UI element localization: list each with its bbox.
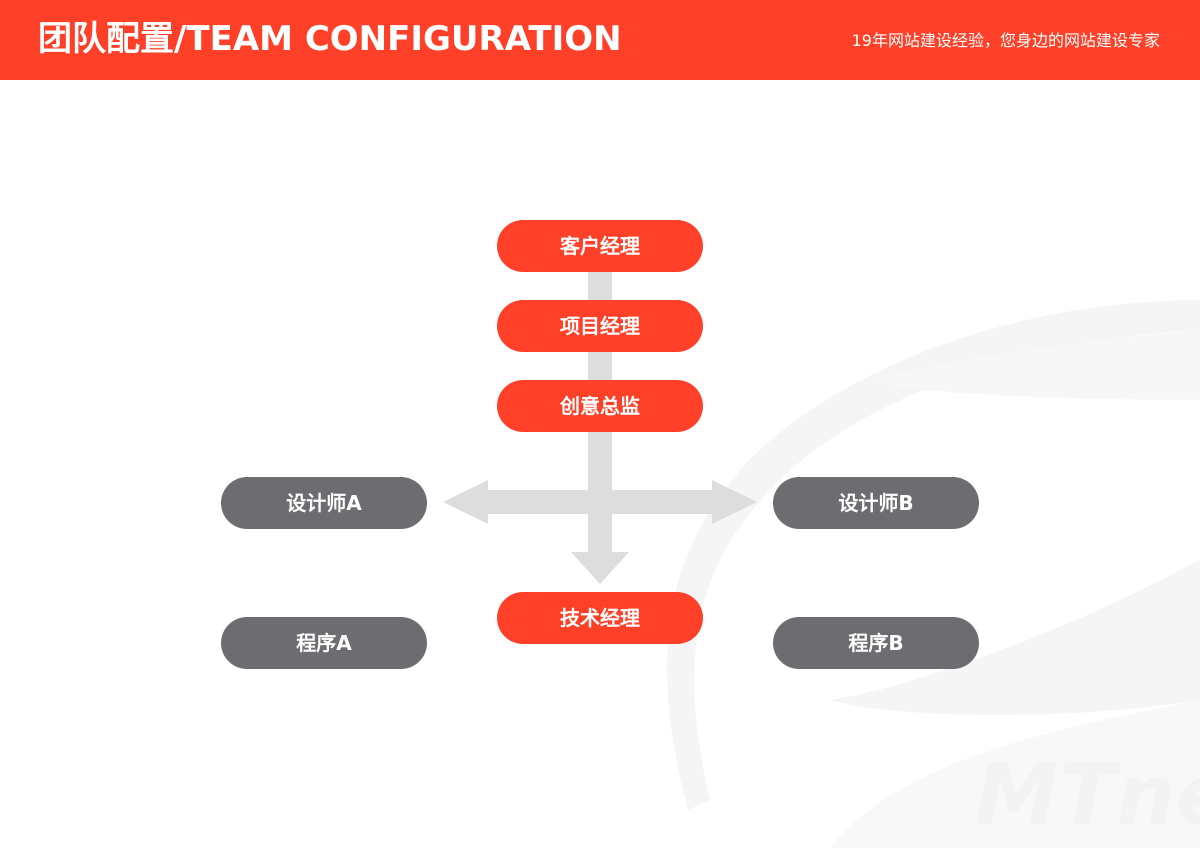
node-project-manager: 项目经理 [497,300,703,352]
node-designer-b: 设计师B [773,477,979,529]
connector-left-branch [443,480,612,524]
watermark-logo-text: MTne [975,746,1200,844]
header-bar: 团队配置/TEAM CONFIGURATION 19年网站建设经验，您身边的网站… [0,0,1200,80]
page-title: 团队配置/TEAM CONFIGURATION [38,19,622,59]
connector-down-arrowhead [571,552,629,584]
node-creative-director: 创意总监 [497,380,703,432]
node-account-manager: 客户经理 [497,220,703,272]
connector-right-branch [588,480,757,524]
node-programmer-a: 程序A [221,617,427,669]
header-tagline: 19年网站建设经验，您身边的网站建设专家 [851,31,1160,50]
node-tech-manager: 技术经理 [497,592,703,644]
node-designer-a: 设计师A [221,477,427,529]
node-programmer-b: 程序B [773,617,979,669]
